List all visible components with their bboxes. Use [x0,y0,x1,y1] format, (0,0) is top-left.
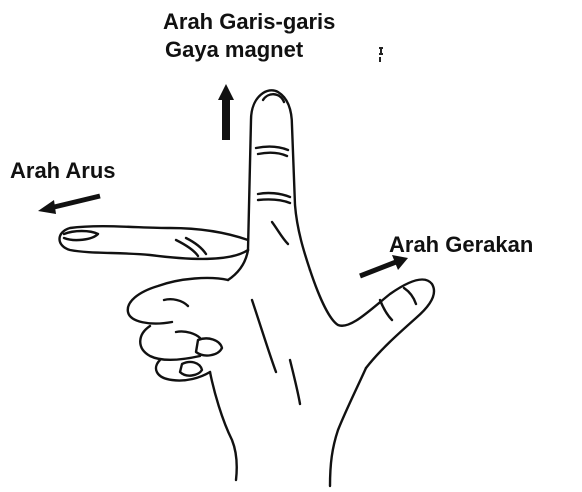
palm-outline [210,250,248,480]
wrist-outline [330,368,366,486]
middle-finger-outline [310,270,434,368]
index-finger-outline [248,90,310,270]
field-direction-label-line1: Arah Garis-garis [163,8,335,36]
field-direction-arrow [218,84,234,140]
field-direction-label: Arah Garis-garis Gaya magnet [163,8,335,64]
scan-artifact-mark [377,46,385,64]
hand-outline [60,90,435,486]
current-direction-label: Arah Arus [10,157,116,185]
current-direction-arrow [38,196,100,214]
field-direction-label-line2: Gaya magnet [165,36,335,64]
curled-fingers-outline [128,278,228,381]
motion-direction-label: Arah Gerakan [389,231,533,259]
